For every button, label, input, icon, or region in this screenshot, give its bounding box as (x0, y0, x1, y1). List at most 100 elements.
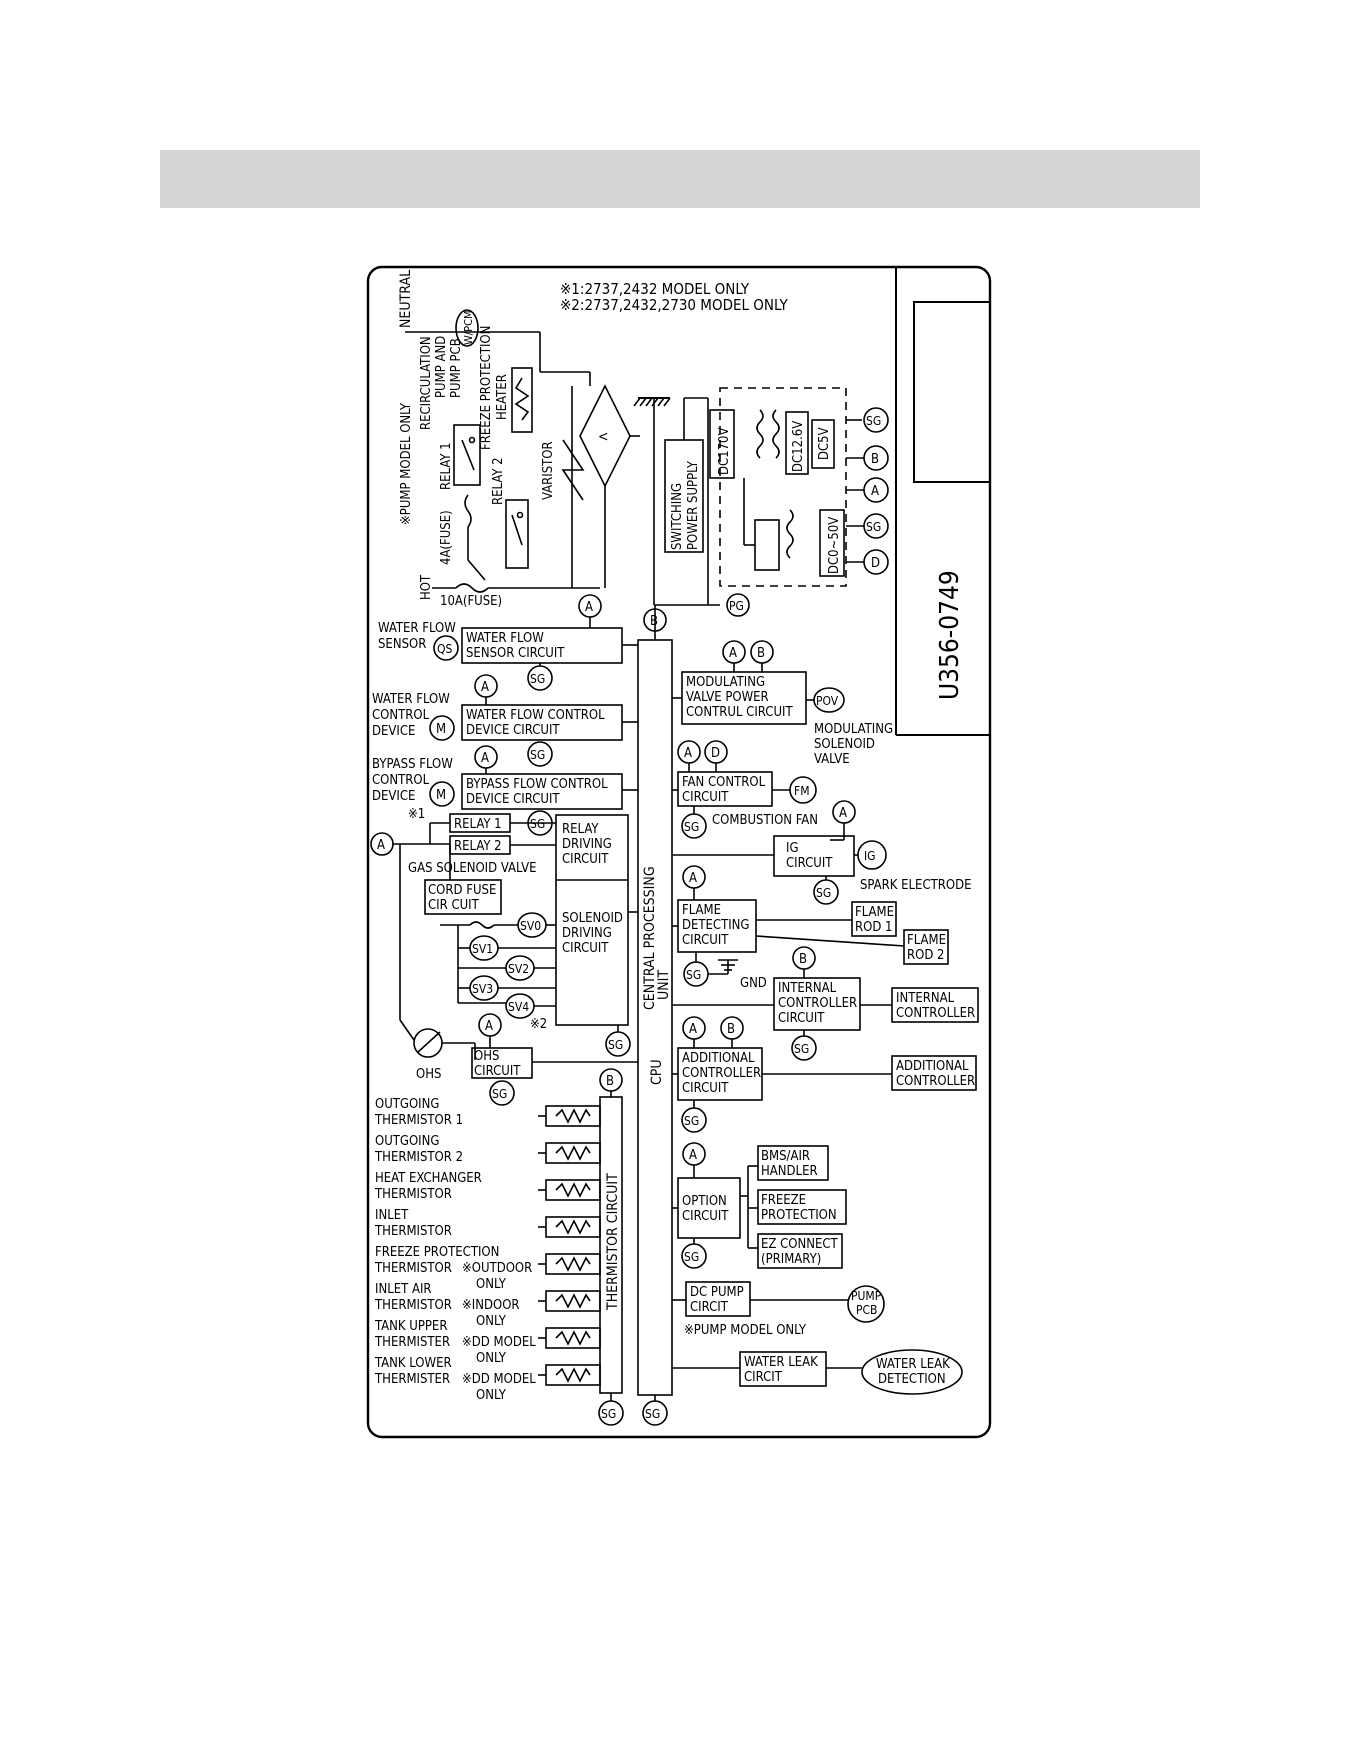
svg-text:DC PUMP: DC PUMP (690, 1285, 744, 1300)
water-leak-circuit (739, 1351, 827, 1387)
svg-text:CIR CUIT: CIR CUIT (428, 898, 480, 913)
svg-text:FREEZE: FREEZE (761, 1193, 806, 1208)
svg-text:A: A (839, 806, 847, 821)
svg-text:MODULATING: MODULATING (686, 675, 765, 690)
svg-text:PUMP: PUMP (851, 1289, 882, 1303)
fan-control-circuit (677, 771, 773, 807)
thermistor-label: THERMISTER (374, 1372, 450, 1387)
svg-text:ADDITIONAL: ADDITIONAL (896, 1059, 969, 1074)
svg-text:DC0~50V: DC0~50V (827, 517, 842, 574)
model-note-1: ※1:2737,2432 MODEL ONLY (560, 280, 750, 298)
svg-text:A: A (729, 646, 737, 661)
svg-text:SOLENOID: SOLENOID (562, 911, 623, 926)
svg-text:SG: SG (684, 1114, 699, 1128)
dc5-box (811, 419, 835, 469)
thermistor-element (545, 1364, 601, 1386)
svg-text:A: A (485, 1019, 493, 1034)
svg-text:A: A (871, 484, 879, 499)
m-terminal-2 (429, 781, 455, 807)
heater-box (511, 367, 533, 433)
svg-text:SG: SG (645, 1407, 660, 1421)
svg-text:FLAME: FLAME (855, 905, 894, 920)
dc126-box (785, 411, 809, 475)
thermistor-label: THERMISTOR 1 (374, 1113, 463, 1128)
thermistor-label: INLET AIR (375, 1282, 432, 1297)
svg-text:GAS SOLENOID VALVE: GAS SOLENOID VALVE (408, 861, 537, 876)
ohs-circuit (471, 1047, 533, 1079)
svg-text:B: B (757, 646, 765, 661)
svg-text:A: A (481, 680, 489, 695)
thermistor-note: ONLY (476, 1277, 507, 1292)
svg-text:CIRCIT: CIRCIT (690, 1300, 729, 1315)
svg-text:SG: SG (530, 672, 545, 686)
svg-text:SG: SG (794, 1042, 809, 1056)
qs-terminal (433, 635, 459, 661)
ig-circuit (773, 835, 855, 877)
cord-fuse-box (424, 879, 502, 915)
svg-text:SG: SG (601, 1407, 616, 1421)
a-terminal-top (863, 477, 889, 503)
svg-text:RELAY 1: RELAY 1 (454, 817, 502, 832)
svg-text:WATER LEAK: WATER LEAK (876, 1357, 950, 1372)
thermistor-label: THERMISTOR (374, 1298, 452, 1313)
svg-text:DETECTING: DETECTING (682, 918, 750, 933)
relay2-box (505, 499, 529, 569)
recirculation-label-1: RECIRCULATION (419, 336, 434, 430)
svg-text:SENSOR: SENSOR (378, 637, 426, 652)
svg-text:SG: SG (866, 520, 881, 534)
fuse-4a-label: 4A(FUSE) (439, 510, 454, 565)
svg-text:INTERNAL: INTERNAL (896, 991, 955, 1006)
b-terminal-cpu (643, 608, 667, 632)
svg-text:ROD 1: ROD 1 (855, 920, 893, 935)
svg-text:A: A (689, 871, 697, 886)
svg-text:SV1: SV1 (472, 942, 493, 956)
thermistor-note: ONLY (476, 1351, 507, 1366)
svg-text:SG: SG (684, 820, 699, 834)
thermistor-element (545, 1216, 601, 1238)
svg-text:IG: IG (864, 849, 876, 863)
svg-text:VALVE: VALVE (814, 752, 850, 767)
thermistor-element (545, 1105, 601, 1127)
svg-text:D: D (711, 746, 720, 761)
svg-text:CIRCUIT: CIRCUIT (786, 856, 833, 871)
dc050-box (819, 509, 845, 577)
svg-text:PROTECTION: PROTECTION (761, 1208, 837, 1223)
svg-text:VALVE POWER: VALVE POWER (686, 690, 769, 705)
thermistor-label: TANK UPPER (374, 1319, 447, 1334)
svg-text:※1: ※1 (408, 807, 425, 822)
thermistor-note: ※DD MODEL (462, 1335, 536, 1350)
thermistor-note: ※INDOOR (462, 1298, 520, 1313)
internal-controller-circuit (773, 977, 861, 1031)
thermistor-label: INLET (375, 1208, 409, 1223)
svg-text:SG: SG (530, 748, 545, 762)
svg-text:SV2: SV2 (508, 962, 529, 976)
thermistor-element (545, 1179, 601, 1201)
model-note-2: ※2:2737,2432,2730 MODEL ONLY (560, 296, 789, 314)
thermistor-element (545, 1327, 601, 1349)
ez-connect (757, 1233, 843, 1269)
svg-text:SV4: SV4 (508, 1000, 529, 1014)
relay2-label: RELAY 2 (491, 457, 506, 505)
svg-text:BMS/AIR: BMS/AIR (761, 1149, 810, 1164)
svg-text:B: B (650, 614, 658, 629)
svg-text:WATER FLOW: WATER FLOW (378, 621, 456, 636)
freeze-protection-label: FREEZE PROTECTION (479, 326, 494, 450)
pov-terminal (813, 687, 845, 713)
svg-text:CIRCUIT: CIRCUIT (682, 933, 729, 948)
svg-text:CONTROL: CONTROL (372, 773, 430, 788)
thermistor-element (545, 1142, 601, 1164)
svg-text:※PUMP MODEL ONLY: ※PUMP MODEL ONLY (684, 1323, 807, 1338)
svg-text:WATER FLOW: WATER FLOW (466, 631, 544, 646)
thermistor-label: THERMISTOR (374, 1261, 452, 1276)
right-column: A B MODULATING VALVE POWER CONTRUL CIRCU… (672, 640, 979, 1395)
pg-terminal (726, 593, 750, 617)
svg-text:WATER LEAK: WATER LEAK (744, 1355, 818, 1370)
freeze-protection-option (757, 1189, 847, 1225)
svg-text:OHS: OHS (416, 1067, 441, 1082)
svg-text:A: A (481, 751, 489, 766)
